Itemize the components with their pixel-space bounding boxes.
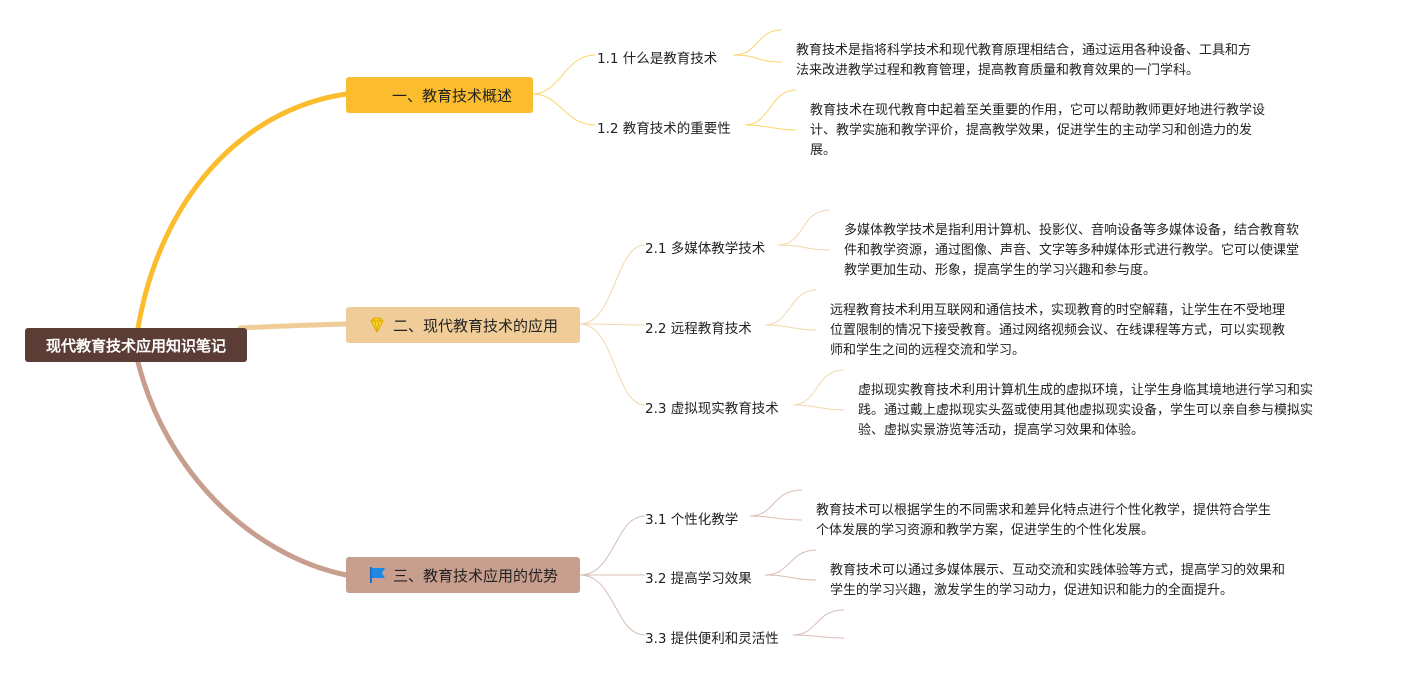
topic2-branch-2: [579, 323, 646, 326]
note-connector-3-3: [792, 609, 845, 639]
root-branch-1: [135, 91, 349, 331]
subtopic-1-1[interactable]: 1.1 什么是教育技术: [597, 51, 718, 67]
note-2-1: 多媒体教学技术是指利用计算机、投影仪、音响设备等多媒体设备，结合教育软 件和教学…: [844, 223, 1300, 278]
note-connector-2-2: [764, 289, 817, 331]
root-node[interactable]: 现代教育技术应用知识笔记: [25, 328, 247, 362]
subtopic-2-1[interactable]: 2.1 多媒体教学技术: [645, 241, 766, 257]
note-3-1: 教育技术可以根据学生的不同需求和差异化特点进行个性化教学，提供符合学生 个体发展…: [816, 503, 1272, 538]
diamond-icon: [368, 316, 386, 334]
note-2-2: 远程教育技术利用互联网和通信技术，实现教育的时空解藉，让学生在不受地理 位置限制…: [830, 303, 1286, 358]
root-branch-3: [135, 359, 349, 578]
subtopic-3-1[interactable]: 3.1 个性化教学: [645, 512, 739, 528]
note-1-1: 教育技术是指将科学技术和现代教育原理相结合，通过运用各种设备、工具和方 法来改进…: [796, 43, 1252, 78]
note-connector-2-1: [777, 209, 831, 251]
subtopic-3-2[interactable]: 3.2 提高学习效果: [645, 571, 752, 587]
flag-icon: [368, 566, 386, 584]
topic-applications[interactable]: 二、现代教育技术的应用: [346, 307, 580, 343]
topic2-branch-1: [579, 244, 646, 325]
subtopic-2-3[interactable]: 2.3 虚拟现实教育技术: [645, 401, 779, 417]
topic-label: 三、教育技术应用的优势: [392, 566, 558, 585]
topic-label: 二、现代教育技术的应用: [392, 316, 558, 335]
note-2-3: 虚拟现实教育技术利用计算机生成的虚拟环境，让学生身临其境地进行学习和实 践。通过…: [858, 383, 1314, 438]
note-connector-1-1: [732, 29, 783, 63]
topic-label: 一、教育技术概述: [391, 86, 512, 105]
note-connector-3-1: [749, 489, 803, 521]
topic-overview[interactable]: 一、教育技术概述: [346, 77, 533, 113]
topic1-branch-2: [532, 93, 596, 126]
topic2-branch-3: [579, 323, 646, 406]
note-connector-2-3: [792, 369, 845, 411]
subtopic-2-2[interactable]: 2.2 远程教育技术: [645, 321, 752, 337]
subtopic-1-2[interactable]: 1.2 教育技术的重要性: [597, 121, 731, 137]
root-label: 现代教育技术应用知识笔记: [45, 336, 226, 355]
topic1-branch-1: [532, 54, 596, 95]
note-connector-1-2: [744, 89, 797, 131]
topic3-branch-1: [579, 515, 646, 576]
note-3-2: 教育技术可以通过多媒体展示、互动交流和实践体验等方式，提高学习的效果和 学生的学…: [830, 563, 1286, 598]
topic-advantages[interactable]: 三、教育技术应用的优势: [346, 557, 580, 593]
blank-icon: [367, 86, 385, 104]
root-branch-2: [237, 321, 349, 331]
topic3-branch-3: [579, 574, 646, 636]
subtopic-3-3[interactable]: 3.3 提供便利和灵活性: [645, 631, 779, 647]
note-1-2: 教育技术在现代教育中起着至关重要的作用，它可以帮助教师更好地进行教学设 计、教学…: [810, 103, 1266, 158]
note-connector-3-2: [764, 549, 817, 581]
